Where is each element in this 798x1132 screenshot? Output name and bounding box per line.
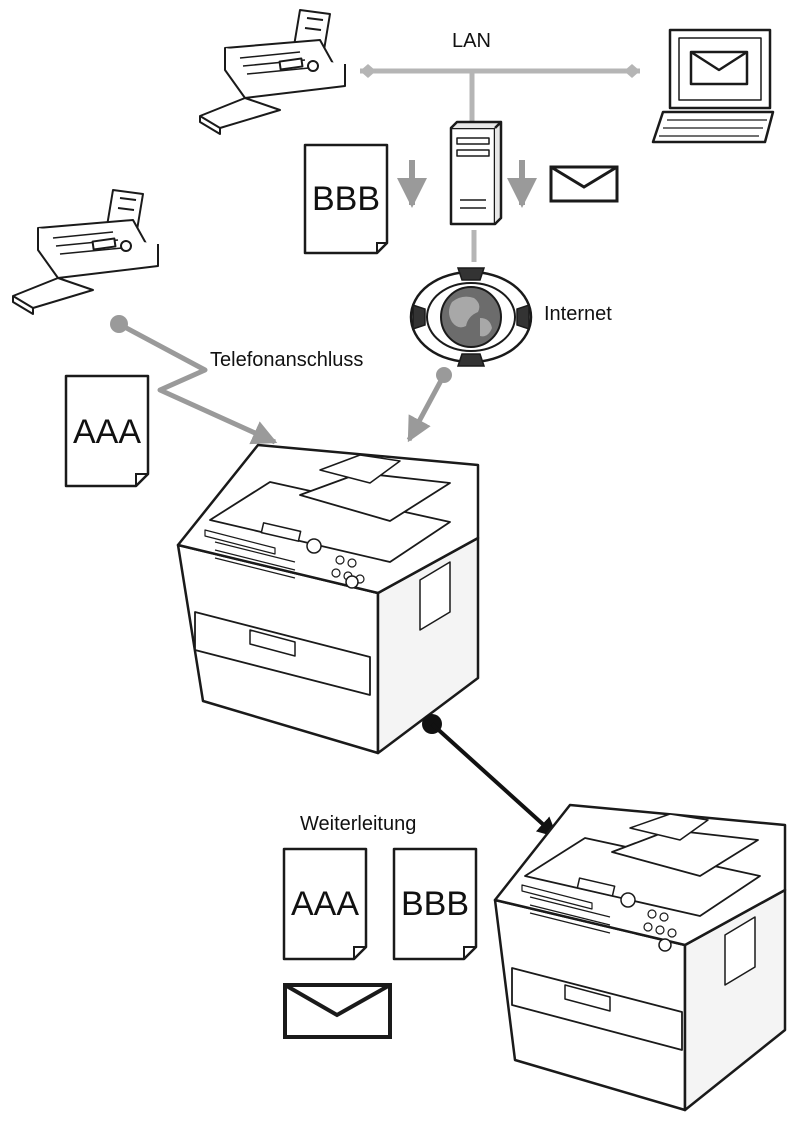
phone-line-label: Telefonanschluss <box>210 349 363 371</box>
forwarding-label: Weiterleitung <box>300 813 416 835</box>
document-bbb-top: BBB <box>303 143 389 255</box>
document-bbb-forwarded-text: BBB <box>401 885 469 923</box>
forwarding-arrow <box>430 722 558 838</box>
document-aaa-forwarded: AAA <box>282 847 368 961</box>
phone-fax-machine-icon <box>12 189 159 315</box>
lan-network-line <box>360 64 640 128</box>
internet-to-device-arrow <box>406 373 447 443</box>
document-aaa-left-text: AAA <box>73 413 141 451</box>
phone-line-arrow <box>117 321 278 445</box>
document-bbb-forwarded: BBB <box>392 847 478 961</box>
document-bbb-top-text: BBB <box>312 180 380 218</box>
target-multifunction-device-icon <box>493 803 787 1112</box>
lan-fax-machine-icon <box>199 9 346 135</box>
email-envelope-icon <box>549 165 619 203</box>
document-aaa-forwarded-text: AAA <box>291 885 359 923</box>
forwarded-email-envelope-icon <box>283 983 392 1039</box>
pc-mail-client-icon <box>651 28 775 144</box>
mail-server-tower-icon <box>449 120 503 226</box>
lan-label: LAN <box>452 30 491 52</box>
document-aaa-left: AAA <box>64 374 150 488</box>
internet-label: Internet <box>544 303 612 325</box>
internet-globe-icon <box>409 267 533 367</box>
main-multifunction-device-icon <box>176 443 480 755</box>
